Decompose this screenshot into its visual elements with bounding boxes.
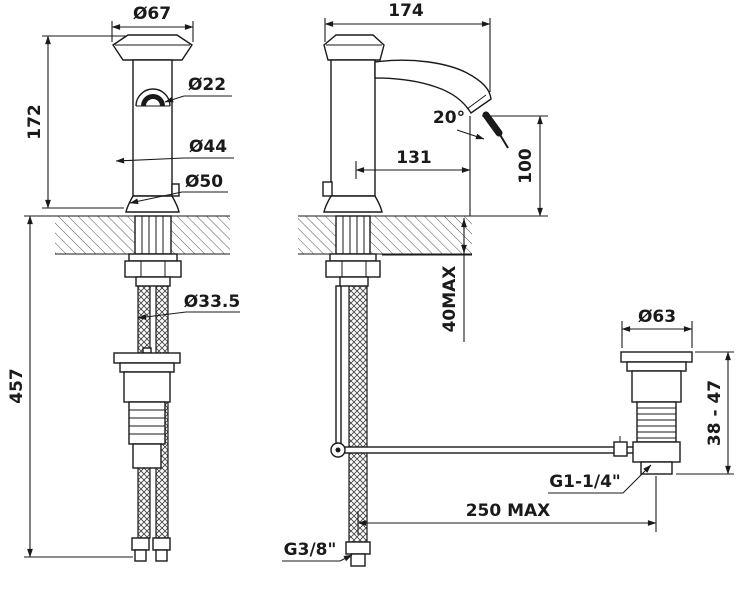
base-flange-side xyxy=(323,195,383,213)
drain-rod-vertical xyxy=(335,285,342,445)
dim-max250: 250 MAX xyxy=(357,476,657,535)
dim-height172: 172 xyxy=(25,35,126,209)
dim-height100: 100 xyxy=(482,115,548,217)
dim-label-width131: 131 xyxy=(396,148,432,168)
dim-angle20: 20° xyxy=(433,108,485,140)
spout-mouth-opening xyxy=(141,94,165,106)
dim-label-max40: 40MAX xyxy=(440,266,460,333)
waste-rod-collar xyxy=(632,441,681,463)
drain-rod-horizontal xyxy=(337,446,642,454)
dim-label-width174: 174 xyxy=(388,1,424,21)
side-view xyxy=(298,34,642,567)
dim-label-dia22: Ø22 xyxy=(188,75,226,95)
dim-max40: 40MAX xyxy=(382,218,472,342)
aerator-line xyxy=(466,94,487,110)
dim-label-thread-g38: G3/8" xyxy=(284,540,337,560)
dim-dia63: Ø63 xyxy=(621,307,693,348)
dim-dia67: Ø67 xyxy=(111,4,194,42)
shank-and-nut-front xyxy=(124,215,182,287)
deck-section-side xyxy=(298,216,472,254)
dim-height457: 457 xyxy=(7,215,133,558)
dim-label-angle20: 20° xyxy=(433,108,465,128)
dim-label-dia67: Ø67 xyxy=(133,4,171,24)
faucet-body-side xyxy=(322,34,509,213)
spout-side xyxy=(374,59,492,114)
popup-waste-front xyxy=(113,347,181,469)
waste-flange xyxy=(620,351,693,363)
front-view xyxy=(55,34,230,562)
flex-hose-side xyxy=(348,285,368,543)
dim-label-height172: 172 xyxy=(25,104,45,140)
body-tab-front xyxy=(171,183,180,197)
dimensions: Ø67 Ø22 172 Ø44 Ø50 Ø33.5 xyxy=(7,1,734,562)
popup-waste-side xyxy=(613,351,693,475)
dim-range38-47: 38 - 47 xyxy=(676,351,734,475)
dim-label-height457: 457 xyxy=(7,368,27,404)
dim-width174: 174 xyxy=(324,1,491,92)
dim-label-max250: 250 MAX xyxy=(466,501,551,521)
shank-and-nut-side xyxy=(325,215,381,287)
dim-dia44: Ø44 xyxy=(115,137,234,164)
dim-label-range38-47: 38 - 47 xyxy=(705,380,725,446)
dim-dia33-5: Ø33.5 xyxy=(137,292,240,320)
faucet-cap-side xyxy=(323,34,385,61)
waste-body xyxy=(631,370,682,403)
waste-thread xyxy=(636,401,677,443)
dim-thread-g38: G3/8" xyxy=(282,540,353,562)
dim-thread-g1-14: G1-1/4" xyxy=(548,464,652,494)
dim-label-dia50: Ø50 xyxy=(185,172,223,192)
dim-dia50: Ø50 xyxy=(129,172,228,205)
waste-tail xyxy=(640,461,673,475)
dim-label-dia63: Ø63 xyxy=(638,307,676,327)
dim-label-dia44: Ø44 xyxy=(189,137,227,157)
spout-lever xyxy=(482,111,503,137)
dim-label-thread-g1-14: G1-1/4" xyxy=(549,472,621,492)
dim-dia22: Ø22 xyxy=(164,75,232,103)
hose-fitting-side xyxy=(345,541,371,567)
faucet-cap-front xyxy=(112,34,193,61)
body-tab-side xyxy=(322,181,333,197)
waste-clamp-screw xyxy=(613,441,628,457)
dim-label-dia33-5: Ø33.5 xyxy=(184,292,240,312)
dim-label-height100: 100 xyxy=(516,148,536,184)
faucet-body-front xyxy=(112,34,193,213)
dim-width131: 131 xyxy=(355,116,471,216)
hose-fittings-front xyxy=(131,537,171,562)
